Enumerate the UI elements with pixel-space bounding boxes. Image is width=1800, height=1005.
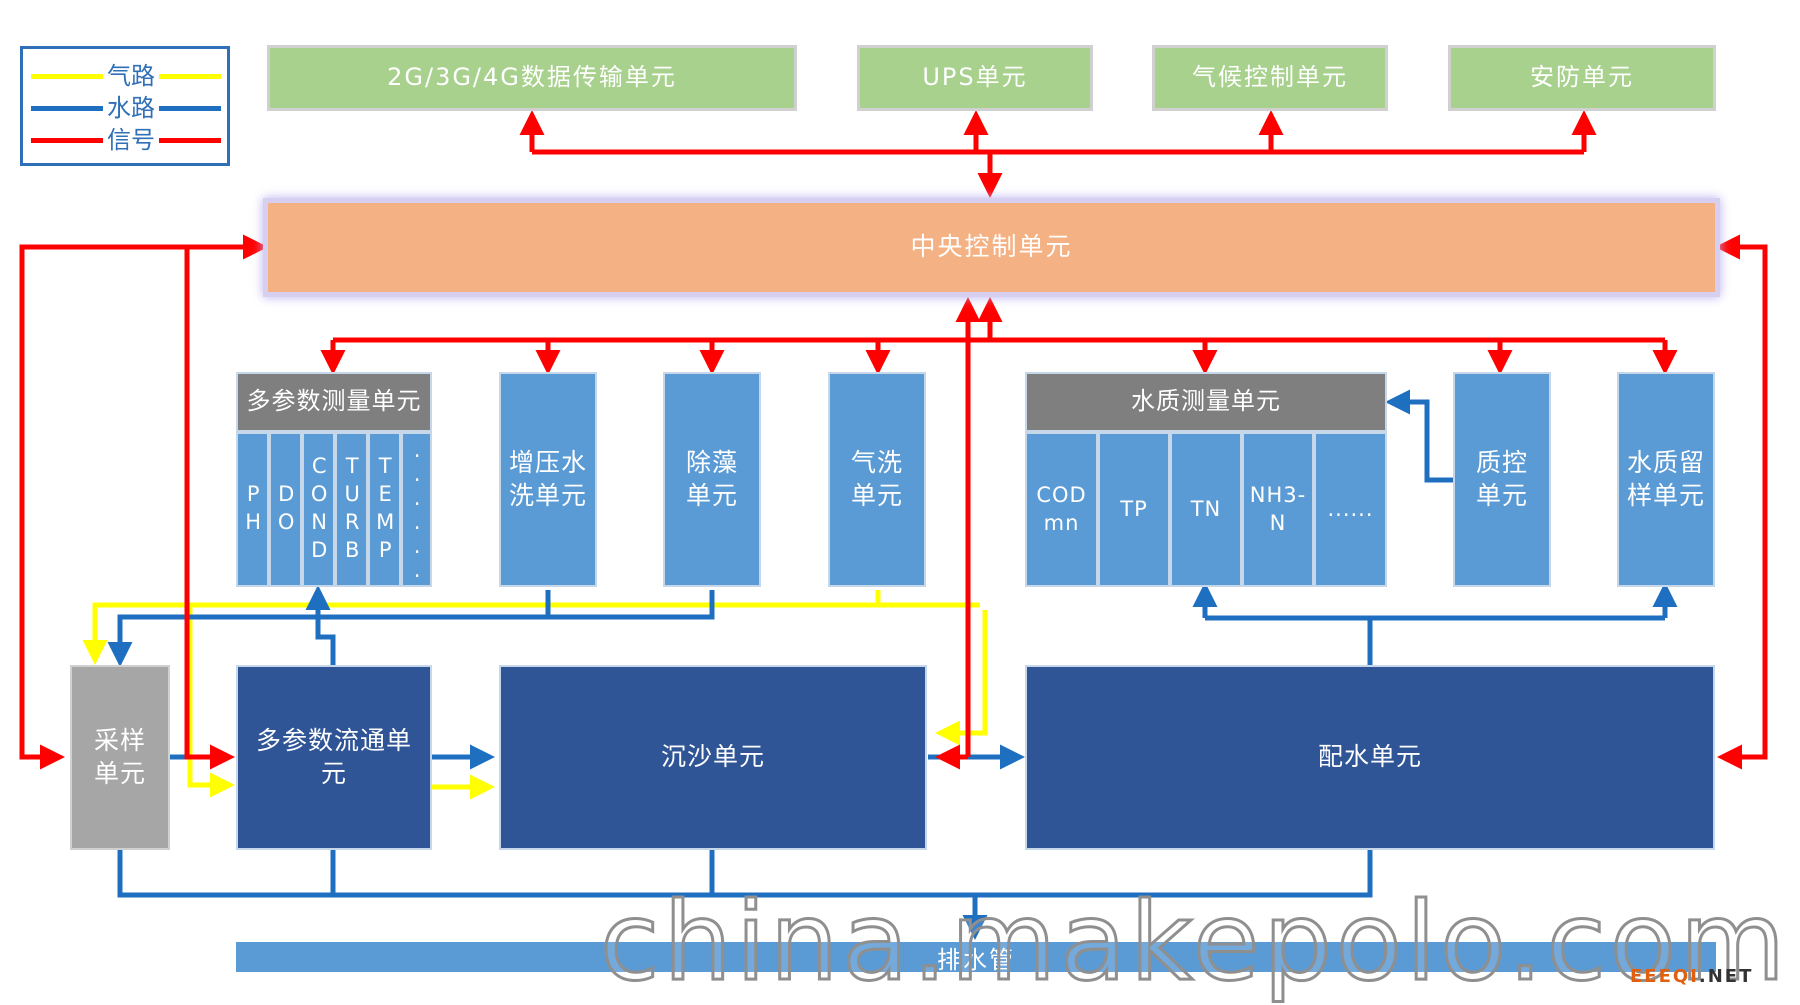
water-line-drain-collect [117,850,1373,898]
watermark: china.makepolo.com [598,879,1790,1005]
signal-right [1715,234,1768,770]
air-wash-unit: 气洗单元 [828,372,926,587]
water-line-wash [107,590,715,667]
watermark-eeeqi-b: .NET [1698,966,1754,987]
water-sample-retention-unit: 水质留样单元 [1617,372,1715,587]
pressure-wash-unit: 增压水洗单元 [499,372,597,587]
water-distribution-unit: 配水单元 [1025,665,1715,850]
multi-param-col-do: DO [269,432,302,587]
ups-unit: UPS单元 [857,45,1093,111]
legend-air: 气路 [31,61,221,91]
legend: 气路 水路 信号 [20,46,230,166]
water-line-flow-up [305,585,336,665]
sediment-unit: 沉沙单元 [499,665,927,850]
legend-water: 水路 [31,93,221,123]
legend-signal: 信号 [31,125,221,155]
legend-water-label: 水路 [103,93,159,123]
watermark-eeeqi-a: EEEQI [1630,966,1699,987]
signal-left-outer [19,234,268,770]
legend-air-label: 气路 [103,61,159,91]
security-unit: 安防单元 [1448,45,1716,111]
legend-signal-label: 信号 [103,125,159,155]
water-quality-measure-title: 水质测量单元 [1025,372,1387,432]
wq-col-tp: TP [1098,432,1170,587]
multi-param-col-turb: TURB [335,432,368,587]
multi-param-col-ph: PH [236,432,269,587]
air-line-main [935,610,988,746]
drain-pipe: 排水管 [236,942,1716,974]
wq-col-more: ...... [1314,432,1387,587]
multi-param-measure-title: 多参数测量单元 [236,372,432,432]
data-transmission-unit: 2G/3G/4G数据传输单元 [267,45,797,111]
climate-control-unit: 气候控制单元 [1152,45,1388,111]
sampling-unit: 采样单元 [70,665,170,850]
central-control-unit: 中央控制单元 [263,198,1720,297]
watermark-eeeqi: EEEQI.NET [1630,966,1753,987]
multi-param-col-more: ...... [401,432,432,587]
wq-col-nh3n: NH3-N [1242,432,1314,587]
wq-col-codmn: CODmn [1025,432,1098,587]
air-line-top [82,602,980,665]
multi-param-col-cond: COND [302,432,335,587]
signal-left-inner [184,247,235,770]
multi-param-flow-unit: 多参数流通单元 [236,665,432,850]
multi-param-col-temp: TEMP [368,432,401,587]
water-line-qc-wq [1385,389,1453,483]
algae-removal-unit: 除藻单元 [663,372,761,587]
wq-col-tn: TN [1170,432,1242,587]
quality-control-unit: 质控单元 [1453,372,1551,587]
